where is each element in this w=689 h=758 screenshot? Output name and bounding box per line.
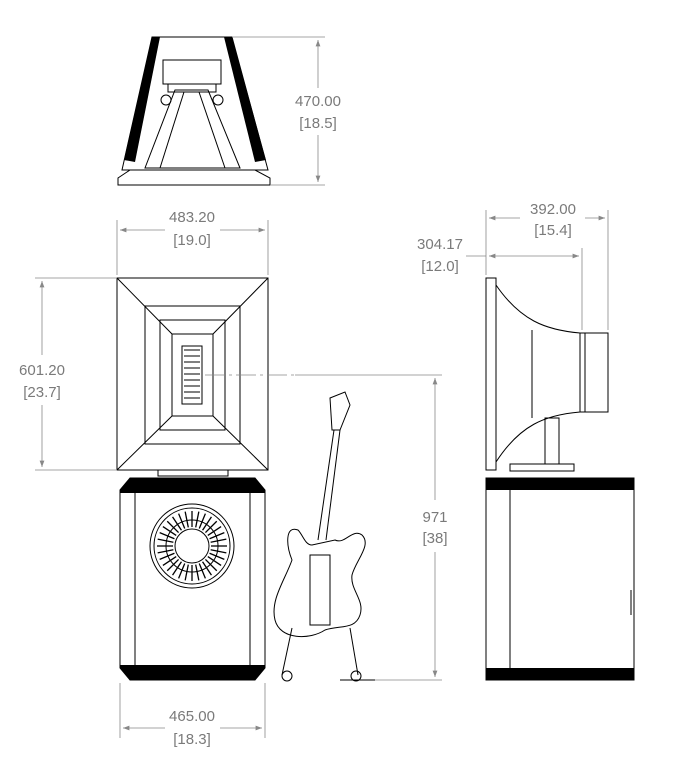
dim-value: 483.20 [169,209,215,226]
grille-spoke [178,563,186,579]
grille-spoke [184,564,189,581]
dim-inches: [18.5] [299,115,337,132]
grille-spoke [157,549,174,554]
side-view-cabinet [485,477,635,681]
dim-value: 304.17 [417,236,463,253]
grille-spoke [162,526,177,536]
grille-spoke [210,538,227,543]
dim-inches: [15.4] [534,222,572,239]
dim-inches: [18.3] [173,731,211,748]
grille-spoke [207,526,222,536]
grille-spoke [198,563,206,579]
dim-value: 470.00 [295,93,341,110]
grille-spoke [209,552,225,560]
dimension-side-horn-depth: 304.17 [12.0] [417,236,583,330]
dimension-cabinet-width: 465.00 [18.3] [119,683,266,748]
grille-spoke [178,513,186,529]
grille-spoke [204,558,218,572]
dimension-side-depth: 392.00 [15.4] [485,201,609,330]
front-view-cabinet [119,477,266,681]
dimension-front-width: 483.20 [19.0] [116,209,269,275]
grille-spoke [207,556,222,566]
grille-spoke [202,561,212,576]
dim-inches: [38] [422,530,447,547]
top-view-horn [117,36,271,186]
dim-value: 971 [422,509,447,526]
grille-spoke [198,513,206,529]
grille-spoke [162,556,177,566]
grille-spoke [172,561,182,576]
guitar-illustration [273,391,375,682]
side-view-horn [485,277,609,472]
front-view-horn [116,277,295,477]
grille-spoke [184,511,189,528]
grille-spoke [204,520,218,534]
dim-inches: [23.7] [23,384,61,401]
grille-spoke [159,532,175,540]
dimension-top-height: 470.00 [18.5] [232,36,341,186]
dimension-front-height: 601.20 [23.7] [19,277,117,471]
grille-spoke [172,516,182,531]
grille-spoke [166,520,180,534]
dimension-center-height: 971 [38] [295,374,448,681]
dim-value: 601.20 [19,362,65,379]
dim-value: 465.00 [169,708,215,725]
dim-inches: [19.0] [173,232,211,249]
grille-spoke [209,532,225,540]
grille-spoke [157,538,174,543]
grille-spoke [159,552,175,560]
grille-spoke [202,516,212,531]
grille-spoke [195,511,200,528]
dim-value: 392.00 [530,201,576,218]
grille-spoke [210,549,227,554]
dim-inches: [12.0] [421,258,459,275]
grille-spoke [195,564,200,581]
grille-spoke [166,558,180,572]
